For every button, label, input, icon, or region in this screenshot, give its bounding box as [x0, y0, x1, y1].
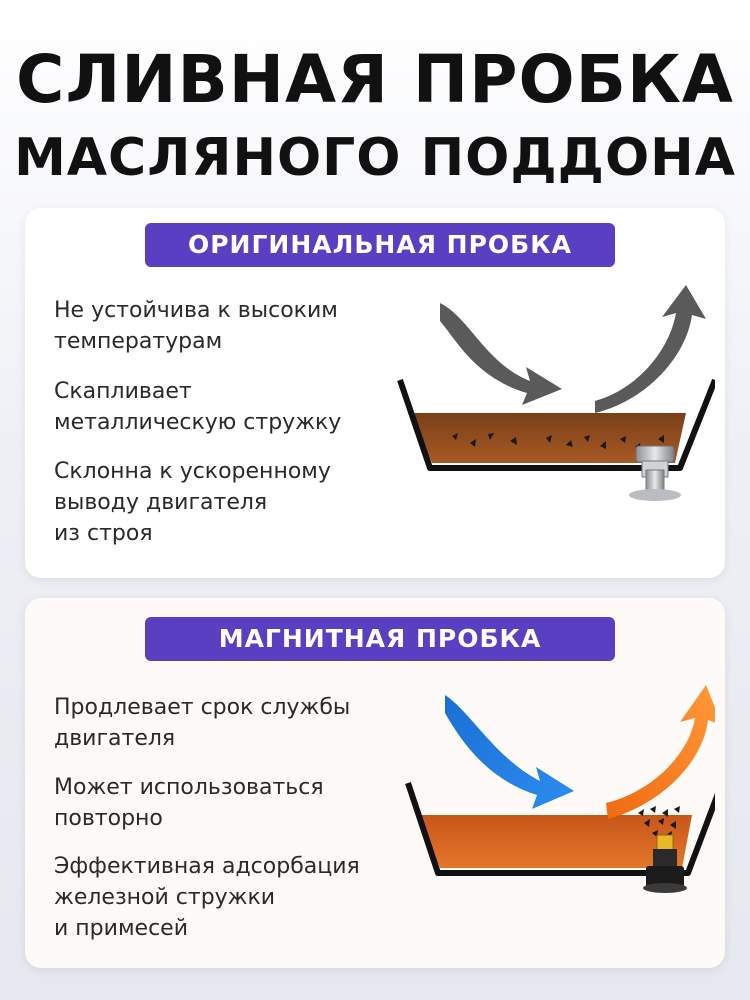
page-title-line-2: МАСЛЯНОГО ПОДДОНА — [14, 128, 736, 188]
original-point-heat: Не устойчива к высоким температурам — [54, 298, 338, 354]
metal-shavings — [452, 433, 664, 450]
original-plug-label: ОРИГИНАЛЬНАЯ ПРОБКА — [145, 223, 615, 267]
curved-arrow-up-icon — [595, 285, 706, 413]
magnetic-plug-card: МАГНИТНАЯ ПРОБКА Продлевает срок службы … — [25, 598, 725, 968]
curved-arrow-down-icon — [440, 303, 562, 405]
original-point-shavings: Скапливает металлическую стружку — [54, 379, 342, 435]
magnetic-point-adsorption: Эффективная адсорбация железной стружки … — [54, 854, 360, 941]
curved-arrow-up-icon — [606, 685, 715, 819]
magnetic-oil-pan-illustration — [405, 685, 715, 893]
magnetic-point-reusable: Может использоваться повторно — [54, 775, 324, 831]
curved-arrow-down-icon — [445, 695, 574, 809]
original-point-engine-wear: Склонна к ускоренному выводу двигателя и… — [54, 459, 331, 546]
oil-pan-icon — [405, 782, 715, 876]
oil-fill — [416, 815, 692, 868]
magnetic-point-lifespan: Продлевает срок службы двигателя — [54, 695, 351, 751]
drain-bolt-icon — [629, 445, 681, 501]
original-plug-card: ОРИГИНАЛЬНАЯ ПРОБКА Не устойчива к высок… — [25, 208, 725, 578]
magnetic-drain-bolt-icon — [643, 834, 687, 893]
page-title-line-1: СЛИВНАЯ ПРОБКА — [16, 41, 734, 118]
magnetic-plug-label: МАГНИТНАЯ ПРОБКА — [145, 617, 615, 661]
original-oil-pan-illustration — [397, 285, 715, 501]
oil-pan-icon — [397, 378, 715, 471]
